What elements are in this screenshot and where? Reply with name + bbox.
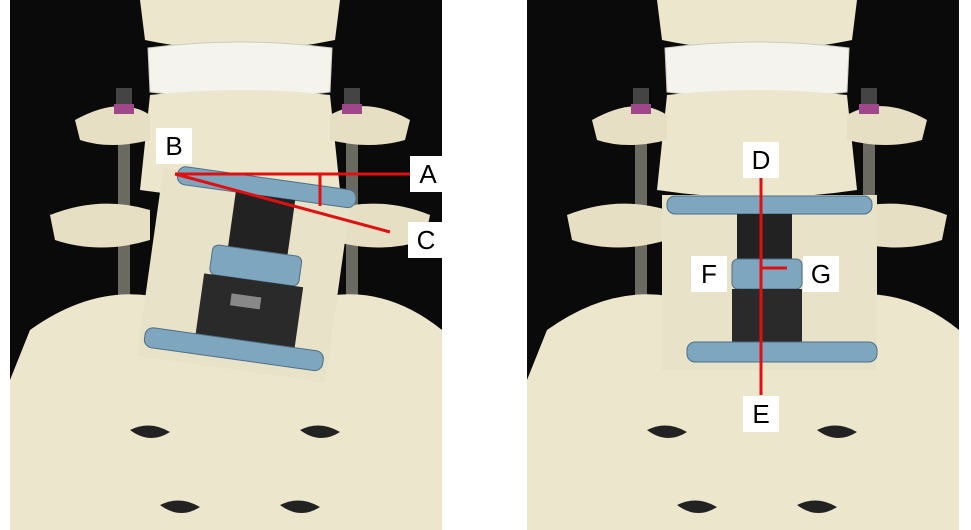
pedicle-screw-icon [633, 88, 649, 104]
intervertebral-disc [148, 42, 332, 98]
right-panel: D E F G [527, 0, 959, 530]
spine-illustration-left [10, 0, 442, 530]
lower-process-left [50, 204, 150, 248]
spine-illustration-right [527, 0, 959, 530]
label-c: C [408, 222, 442, 258]
pedicle-screw-icon [631, 104, 651, 114]
pedicle-screw-icon [859, 104, 879, 114]
lower-process-left [567, 204, 667, 248]
label-g: G [803, 256, 839, 292]
transverse-process-left [75, 106, 150, 145]
label-d: D [743, 142, 779, 178]
pedicle-screw-icon [344, 88, 360, 104]
pedicle-screw-icon [861, 88, 877, 104]
label-a: A [410, 156, 442, 192]
label-b: B [156, 128, 192, 164]
pedicle-screw-icon [114, 104, 134, 114]
label-e: E [743, 396, 779, 432]
label-f: F [691, 256, 727, 292]
pedicle-screw-icon [116, 88, 132, 104]
left-panel: B A C [10, 0, 442, 530]
transverse-process-left [592, 106, 667, 145]
disc-prosthesis-implant [137, 164, 357, 383]
pedicle-screw-icon [342, 104, 362, 114]
intervertebral-disc [665, 42, 849, 98]
